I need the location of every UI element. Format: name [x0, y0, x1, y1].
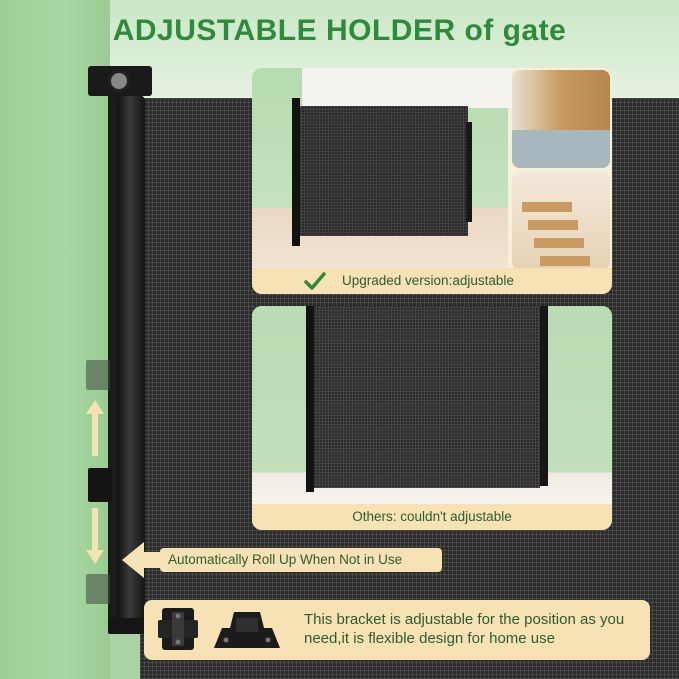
top-cap — [88, 66, 152, 96]
gate-photo-post — [292, 98, 300, 246]
bracket-ghost-upper — [86, 360, 110, 390]
window — [302, 68, 512, 108]
upgraded-label-text: Upgraded version:adjustable — [342, 273, 514, 288]
others-gate-latch — [540, 306, 548, 486]
check-icon — [304, 272, 326, 290]
roll-up-text: Automatically Roll Up When Not in Use — [160, 548, 442, 572]
stair-step — [534, 238, 584, 248]
hallway-floor — [512, 130, 610, 168]
bracket-description: This bracket is adjustable for the posit… — [304, 611, 625, 647]
stair-step — [522, 202, 572, 212]
others-gate-photo — [252, 306, 612, 504]
others-gate-mesh — [310, 306, 540, 488]
upgraded-gate-photo — [252, 68, 512, 268]
others-panel: Others: couldn't adjustable — [252, 306, 612, 530]
arrow-down-icon — [86, 508, 104, 564]
others-label: Others: couldn't adjustable — [252, 504, 612, 530]
gate-roller — [117, 95, 145, 625]
gate-photo-bracket — [466, 122, 472, 222]
roll-up-callout: Automatically Roll Up When Not in Use — [122, 540, 442, 580]
arrow-left-icon — [122, 542, 164, 578]
stairs-thumbnail — [512, 172, 610, 270]
stair-step — [540, 256, 590, 266]
bracket-info-card: This bracket is adjustable for the posit… — [144, 600, 650, 660]
top-cap-knob — [108, 70, 130, 92]
bracket-ghost-lower — [86, 574, 110, 604]
upgraded-label: Upgraded version:adjustable — [252, 268, 612, 294]
others-gate-post — [306, 306, 314, 492]
arrow-up-icon — [86, 400, 104, 456]
bracket-side-icon — [214, 612, 280, 648]
bottom-cap — [108, 618, 146, 634]
wall-left — [0, 0, 110, 679]
hallway-thumbnail — [512, 70, 610, 168]
upgraded-version-panel: Upgraded version:adjustable — [252, 68, 612, 294]
gate-photo-mesh — [298, 106, 468, 236]
page-title: ADJUSTABLE HOLDER of gate — [112, 14, 567, 47]
bracket-holder — [88, 468, 112, 502]
stair-step — [528, 220, 578, 230]
bracket-front-icon — [158, 608, 198, 650]
